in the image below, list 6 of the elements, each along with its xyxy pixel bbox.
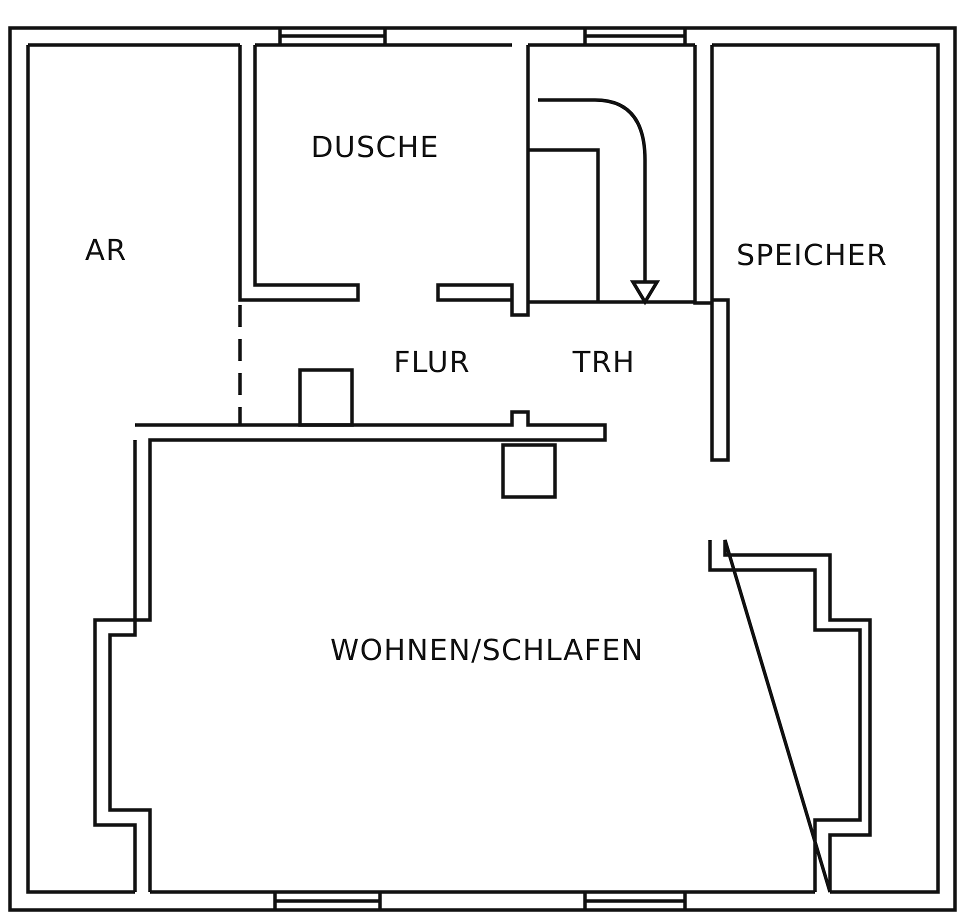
room-label: WOHNEN/SCHLAFEN	[330, 633, 644, 667]
room-label: DUSCHE	[310, 130, 440, 164]
room-label: FLUR	[394, 345, 470, 379]
room-label: TRH	[572, 345, 636, 379]
room-label: AR	[85, 233, 127, 267]
room-label: SPEICHER	[736, 238, 888, 272]
